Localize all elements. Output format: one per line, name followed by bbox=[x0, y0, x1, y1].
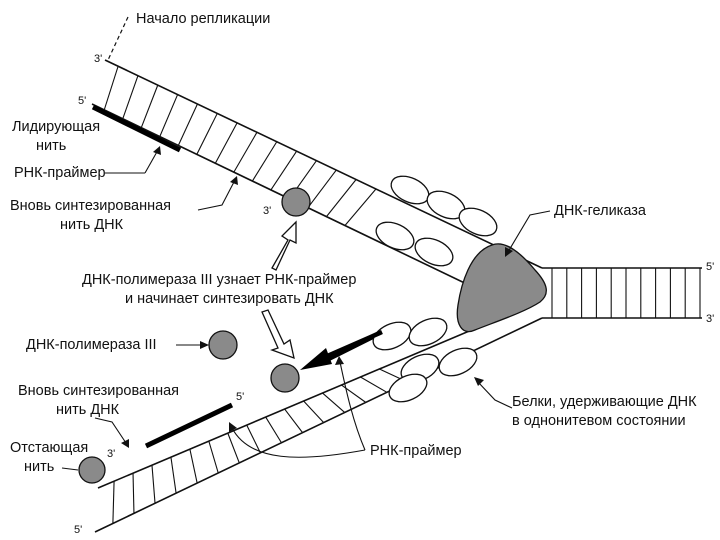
end-label: 5' bbox=[706, 261, 714, 273]
lagging-rna-primer-segment bbox=[144, 402, 234, 449]
replication-origin-label: Начало репликации bbox=[136, 11, 270, 27]
base-pair-rung bbox=[326, 179, 357, 217]
new-strand-bottom-leader bbox=[94, 417, 127, 444]
base-pair-rung bbox=[303, 400, 325, 423]
end-label: 3' bbox=[263, 205, 271, 217]
base-pair-rung bbox=[140, 84, 159, 128]
lower-arm bbox=[94, 317, 543, 533]
ssb-protein bbox=[388, 373, 428, 403]
end-label: 5' bbox=[74, 524, 82, 536]
lower-inner-strand bbox=[97, 317, 501, 489]
rna-primer-top-leader bbox=[144, 149, 159, 174]
ssb-proteins bbox=[372, 175, 498, 403]
base-pair-rung bbox=[246, 424, 261, 454]
arrowhead bbox=[300, 348, 332, 370]
arrowhead bbox=[121, 439, 129, 448]
dna-polymerase-lagging-end bbox=[78, 456, 106, 484]
base-pair-rung bbox=[233, 132, 258, 173]
leading-strand-label: нить bbox=[36, 138, 66, 154]
end-label: 3' bbox=[706, 313, 714, 325]
base-pair-rung bbox=[322, 392, 346, 413]
rna-primer-bottom-leader bbox=[339, 361, 366, 451]
arrowhead bbox=[230, 176, 238, 185]
ssb-protein bbox=[408, 317, 448, 347]
base-pair-rung bbox=[360, 376, 388, 393]
new-strand-top-label: Вновь синтезированная bbox=[10, 198, 171, 214]
new-strand-bottom-label: Вновь синтезированная bbox=[18, 383, 179, 399]
base-pair-rung bbox=[270, 150, 298, 191]
lagging-strand-label: Отстающая bbox=[10, 440, 88, 456]
dna-polymerase-free bbox=[208, 330, 238, 360]
base-pair-rung bbox=[196, 113, 218, 155]
end-label: 5' bbox=[236, 391, 244, 403]
new-strand-bottom-label: нить ДНК bbox=[56, 402, 120, 418]
arrowhead bbox=[200, 341, 209, 349]
rna-primer-top-label: РНК-праймер bbox=[14, 165, 106, 181]
ssb-protein bbox=[438, 347, 478, 377]
arrowhead bbox=[474, 377, 484, 386]
base-pair-rung bbox=[170, 457, 177, 494]
upper-outer-strand bbox=[104, 59, 543, 269]
origin-dashed-line bbox=[107, 16, 129, 61]
base-pair-rung bbox=[132, 473, 135, 514]
base-pair-rung bbox=[103, 66, 119, 111]
arrowhead bbox=[335, 356, 344, 365]
helicase-enzyme bbox=[456, 243, 547, 333]
hollow-arrow-down bbox=[261, 309, 295, 360]
lower-outer-strand bbox=[94, 317, 543, 533]
base-pair-rung bbox=[307, 169, 337, 209]
base-pair-rung bbox=[214, 122, 238, 164]
base-pair-rung bbox=[159, 94, 179, 137]
new-strand-top-label: нить ДНК bbox=[60, 217, 124, 233]
ssb-protein bbox=[458, 207, 498, 237]
rna-primer-bottom-leader bbox=[231, 427, 366, 458]
base-pair-rung bbox=[208, 440, 219, 474]
ssb-leader bbox=[477, 381, 513, 409]
helicase-leader bbox=[507, 210, 551, 253]
arrowhead bbox=[229, 422, 237, 432]
base-pair-rung bbox=[265, 416, 282, 444]
hollow-arrow-up bbox=[271, 220, 297, 271]
pol3-label: ДНК-полимераза III bbox=[26, 337, 157, 353]
end-label: 3' bbox=[107, 448, 115, 460]
helicase-label: ДНК-геликаза bbox=[554, 203, 647, 219]
base-pair-rung bbox=[251, 141, 278, 182]
ssb-protein bbox=[390, 175, 430, 205]
upper-arm bbox=[91, 59, 543, 301]
base-pair-rung bbox=[177, 103, 198, 146]
base-pair-rung bbox=[151, 465, 156, 504]
rna-primer-bottom-label: РНК-праймер bbox=[370, 443, 462, 459]
dna-polymerase-leading bbox=[281, 187, 311, 217]
pol3-recognizes-label: и начинает синтезировать ДНК bbox=[125, 291, 334, 307]
ssb-protein bbox=[414, 237, 454, 267]
lagging-strand-label: нить bbox=[24, 459, 54, 475]
parent-dna bbox=[542, 267, 702, 319]
lagging-strand-leader bbox=[61, 467, 79, 471]
arrowhead bbox=[153, 146, 161, 155]
ssb-label: в однонитевом состоянии bbox=[512, 413, 686, 429]
end-label: 5' bbox=[78, 95, 86, 107]
base-pair-rung bbox=[189, 449, 198, 484]
leading-rna-primer-segment bbox=[91, 104, 182, 153]
parent-rungs bbox=[551, 268, 701, 318]
new-strand-top-leader bbox=[197, 179, 236, 211]
end-label: 3' bbox=[94, 53, 102, 65]
leading-strand-label: Лидирующая bbox=[12, 119, 100, 135]
pol3-recognizes-label: ДНК-полимераза III узнает РНК-праймер bbox=[82, 272, 356, 288]
ssb-label: Белки, удерживающие ДНК bbox=[512, 394, 697, 410]
ssb-protein bbox=[372, 321, 412, 351]
base-pair-rung bbox=[227, 432, 240, 464]
dna-polymerase-lagging bbox=[270, 363, 300, 393]
base-pair-rung bbox=[344, 188, 377, 226]
base-pair-rung bbox=[112, 481, 115, 524]
base-pair-rung bbox=[284, 408, 303, 433]
annotation-lines bbox=[61, 146, 551, 471]
lower-rungs bbox=[112, 368, 409, 524]
arrowhead bbox=[505, 247, 513, 257]
ssb-protein bbox=[375, 221, 415, 251]
base-pair-rung bbox=[122, 75, 139, 119]
